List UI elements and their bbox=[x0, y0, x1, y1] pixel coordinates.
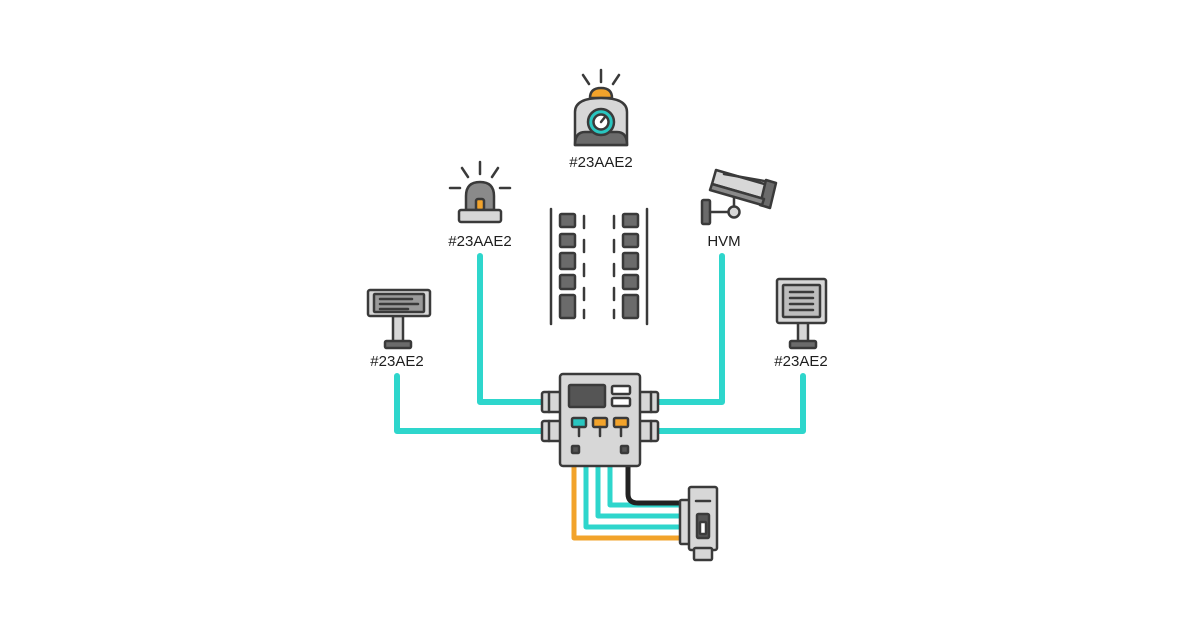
display-sign-icon bbox=[775, 277, 828, 350]
road-sign-icon bbox=[366, 288, 432, 350]
cable-display-right bbox=[655, 373, 806, 434]
roadside-sensor-icon bbox=[678, 485, 719, 562]
cctv-camera-icon bbox=[700, 168, 778, 226]
siren-light-icon bbox=[448, 160, 512, 224]
cable-siren-left bbox=[477, 253, 545, 405]
control-cabinet-icon bbox=[540, 372, 660, 468]
beacon-with-dial-icon bbox=[573, 68, 629, 147]
siren-label: #23AAE2 bbox=[448, 233, 511, 250]
display-label: #23AE2 bbox=[774, 353, 827, 370]
beacon-label: #23AAE2 bbox=[569, 154, 632, 171]
cable-camera-right bbox=[655, 253, 725, 405]
road-lanes-icon bbox=[549, 207, 649, 326]
cable-bundle-sensor bbox=[571, 463, 685, 541]
camera-label: HVM bbox=[707, 233, 740, 250]
cable-sign-left bbox=[394, 373, 545, 434]
sign-label: #23AE2 bbox=[370, 353, 423, 370]
